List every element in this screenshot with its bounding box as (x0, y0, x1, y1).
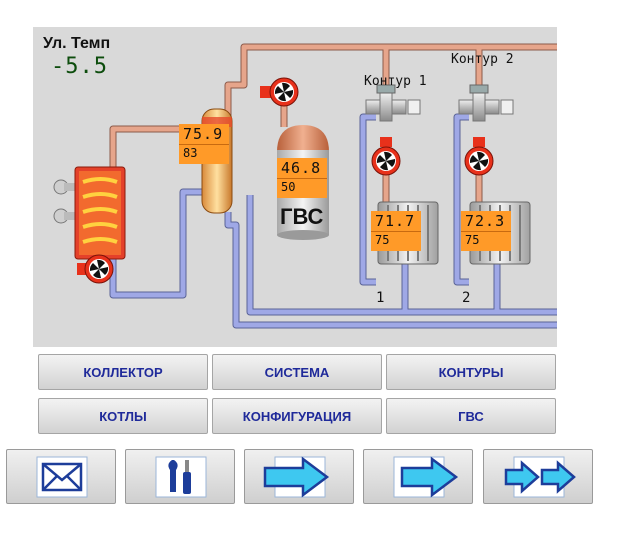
boilers-button[interactable]: КОТЛЫ (38, 398, 208, 434)
circuit-2-number: 2 (462, 290, 471, 306)
arrow-right-icon (263, 456, 330, 498)
circuit-2-temp-actual: 72.3 (465, 212, 506, 230)
dhw-temp-readout[interactable]: 46.8 50 (277, 158, 327, 198)
tools-icon (155, 456, 207, 498)
circuit-1-temp-actual: 71.7 (375, 212, 416, 230)
circuit-2-temp-readout[interactable]: 72.3 75 (461, 211, 511, 251)
circuit-1-label: Контур 1 (364, 74, 427, 89)
circuit-1-pump-icon[interactable] (371, 137, 401, 176)
circuit-2-label: Контур 2 (451, 52, 514, 67)
circuit-1-temp-setpoint: 75 (375, 233, 390, 247)
dhw-button[interactable]: ГВС (386, 398, 556, 434)
dhw-temp-actual: 46.8 (281, 159, 322, 177)
outdoor-temp-label: Ул. Темп (43, 35, 111, 52)
fast-forward-button[interactable] (483, 449, 593, 504)
boiler-temp-actual: 75.9 (183, 125, 224, 143)
circuit-2-temp-setpoint: 75 (465, 233, 480, 247)
next-screen-button[interactable] (244, 449, 354, 504)
boiler-temp-readout[interactable]: 75.9 83 (179, 124, 229, 164)
circuit-2-pump-icon[interactable] (464, 137, 494, 176)
configuration-button[interactable]: КОНФИГУРАЦИЯ (212, 398, 382, 434)
mail-icon (36, 456, 88, 498)
arrow-right-icon (393, 456, 459, 498)
dhw-temp-setpoint: 50 (281, 180, 296, 194)
boiler-icon[interactable] (53, 166, 126, 260)
forward-button[interactable] (363, 449, 473, 504)
messages-button[interactable] (6, 449, 116, 504)
system-button[interactable]: СИСТЕМА (212, 354, 382, 390)
circuits-button[interactable]: КОНТУРЫ (386, 354, 556, 390)
circuit-1-temp-readout[interactable]: 71.7 75 (371, 211, 421, 251)
boiler-pump-icon[interactable] (77, 254, 114, 284)
circuit-2-mixing-valve-icon[interactable] (458, 84, 514, 122)
dhw-pump-icon[interactable] (260, 77, 299, 107)
heating-scheme-panel: Ул. Темп -5.5 Контур 1 Контур 2 75.9 83 … (33, 27, 557, 347)
circuit-1-mixing-valve-icon[interactable] (365, 84, 421, 122)
double-arrow-icon (504, 456, 576, 498)
dhw-tank-label: ГВС (280, 204, 324, 229)
boiler-temp-setpoint: 83 (183, 146, 198, 160)
collector-button[interactable]: КОЛЛЕКТОР (38, 354, 208, 390)
settings-button[interactable] (125, 449, 235, 504)
outdoor-temp-value: -5.5 (51, 54, 108, 79)
circuit-1-number: 1 (376, 290, 385, 306)
